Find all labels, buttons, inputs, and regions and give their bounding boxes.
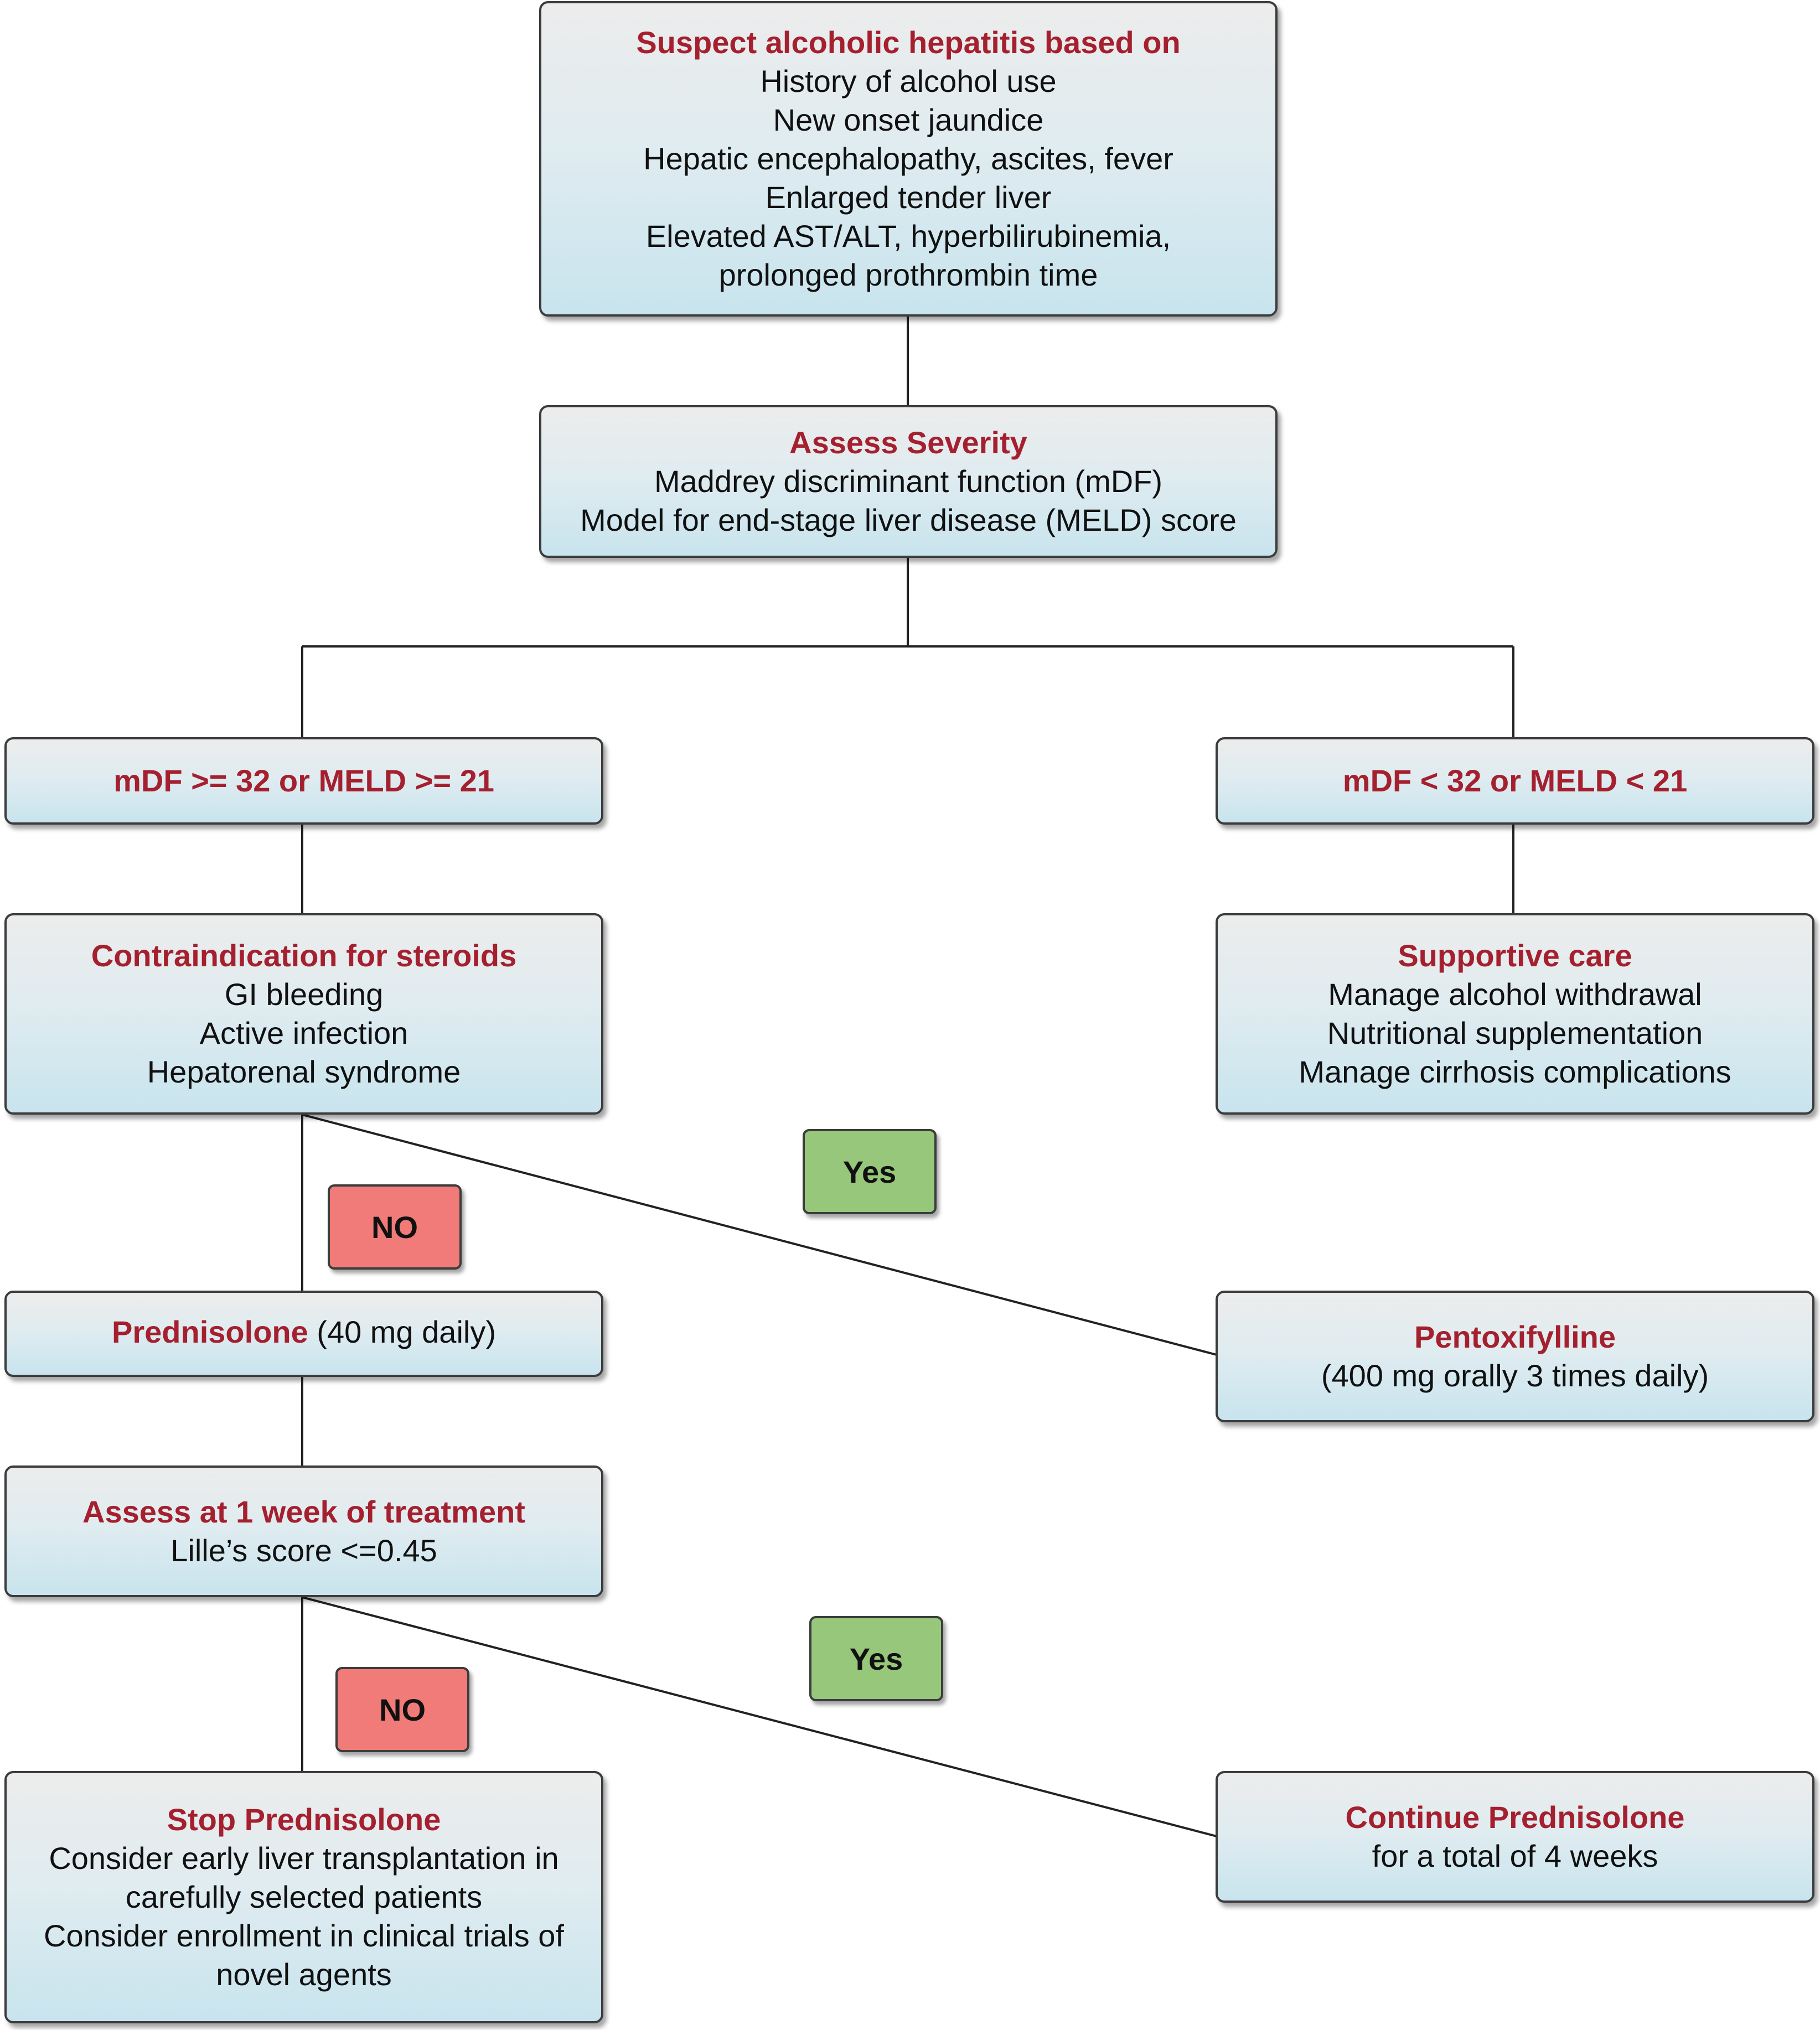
- node-line: Active infection: [199, 1016, 409, 1050]
- node-line: Hepatorenal syndrome: [147, 1054, 461, 1089]
- node-line: prolonged prothrombin time: [718, 257, 1098, 292]
- node-title: Pentoxifylline: [1414, 1319, 1616, 1354]
- node-line: Maddrey discriminant function (mDF): [654, 464, 1163, 499]
- node-line: (400 mg orally 3 times daily): [1321, 1358, 1709, 1393]
- node-line: Manage cirrhosis complications: [1299, 1054, 1731, 1089]
- node-dose: (40 mg daily): [308, 1314, 496, 1349]
- node-title: Suspect alcoholic hepatitis based on: [636, 25, 1181, 60]
- node-stop-prednisolone: Stop Prednisolone Consider early liver t…: [4, 1771, 603, 2023]
- node-suspect-alcoholic-hepatitis: Suspect alcoholic hepatitis based on His…: [539, 1, 1278, 317]
- node-prednisolone: Prednisolone (40 mg daily): [4, 1291, 603, 1377]
- label-text: NO: [379, 1692, 426, 1727]
- connector-assess-continue: [302, 1596, 1217, 1837]
- node-line: Consider early liver transplantation in: [49, 1841, 559, 1876]
- node-assess-severity: Assess Severity Maddrey discriminant fun…: [539, 405, 1278, 558]
- node-line: Enlarged tender liver: [765, 180, 1052, 215]
- node-line: History of alcohol use: [760, 64, 1057, 99]
- node-supportive-care: Supportive care Manage alcohol withdrawa…: [1216, 913, 1814, 1115]
- label-text: Yes: [842, 1154, 897, 1189]
- node-line: Model for end-stage liver disease (MELD)…: [580, 503, 1237, 537]
- node-line: Consider enrollment in clinical trials o…: [44, 1918, 564, 1953]
- node-title: Assess Severity: [789, 425, 1027, 460]
- node-title: Assess at 1 week of treatment: [82, 1494, 525, 1529]
- node-line: New onset jaundice: [773, 102, 1044, 137]
- connector-contra-pentoxifylline: [302, 1114, 1217, 1356]
- no-label-lille: NO: [335, 1667, 469, 1752]
- node-title: Continue Prednisolone: [1345, 1800, 1685, 1835]
- node-assess-one-week: Assess at 1 week of treatment Lille’s sc…: [4, 1465, 603, 1597]
- node-line: novel agents: [216, 1957, 392, 1992]
- node-severe-criteria: mDF >= 32 or MELD >= 21: [4, 737, 603, 825]
- node-line: carefully selected patients: [125, 1879, 483, 1914]
- node-contraindication-steroids: Contraindication for steroids GI bleedin…: [4, 913, 603, 1115]
- node-line: for a total of 4 weeks: [1372, 1839, 1658, 1873]
- node-line: Lille’s score <=0.45: [170, 1533, 437, 1568]
- node-continue-prednisolone: Continue Prednisolone for a total of 4 w…: [1216, 1771, 1814, 1903]
- node-title: Prednisolone: [112, 1314, 308, 1349]
- label-text: NO: [371, 1209, 418, 1245]
- node-title: mDF < 32 or MELD < 21: [1342, 763, 1688, 798]
- node-title: mDF >= 32 or MELD >= 21: [113, 763, 494, 798]
- label-text: Yes: [849, 1641, 903, 1676]
- node-mild-criteria: mDF < 32 or MELD < 21: [1216, 737, 1814, 825]
- node-title: Contraindication for steroids: [91, 938, 517, 973]
- yes-label-steroids: Yes: [803, 1129, 937, 1214]
- node-line: GI bleeding: [224, 977, 384, 1012]
- node-pentoxifylline: Pentoxifylline (400 mg orally 3 times da…: [1216, 1291, 1814, 1422]
- node-line: Nutritional supplementation: [1327, 1016, 1703, 1050]
- node-title: Stop Prednisolone: [167, 1802, 441, 1837]
- node-line: Manage alcohol withdrawal: [1328, 977, 1702, 1012]
- node-title: Supportive care: [1398, 938, 1632, 973]
- node-line: Hepatic encephalopathy, ascites, fever: [643, 141, 1173, 176]
- no-label-steroids: NO: [328, 1184, 462, 1270]
- yes-label-lille: Yes: [809, 1616, 943, 1701]
- node-line: Elevated AST/ALT, hyperbilirubinemia,: [645, 219, 1171, 253]
